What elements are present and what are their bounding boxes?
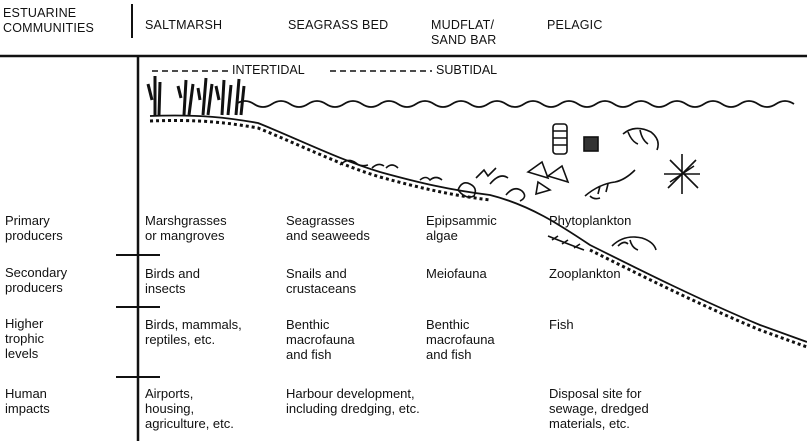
saltmarsh-grass-icon [148, 76, 244, 115]
column-header-seagrass-bed: SEAGRASS BED [288, 18, 388, 33]
cell-seagrass-human: Harbour development, including dredging,… [286, 386, 420, 416]
row-label-human-impacts: Human impacts [5, 386, 50, 416]
cell-mudflat-primary: Epipsammic algae [426, 213, 497, 243]
header-corner-label: ESTUARINE COMMUNITIES [3, 6, 94, 36]
cell-pelagic-human: Disposal site for sewage, dredged materi… [549, 386, 649, 431]
cell-mudflat-secondary: Meiofauna [426, 266, 487, 281]
column-header-pelagic: PELAGIC [547, 18, 603, 33]
cell-seagrass-primary: Seagrasses and seaweeds [286, 213, 370, 243]
cell-seagrass-higher: Benthic macrofauna and fish [286, 317, 355, 362]
cell-saltmarsh-secondary: Birds and insects [145, 266, 200, 296]
column-header-mudflat: MUDFLAT/ SAND BAR [431, 18, 497, 48]
water-surface-wave [236, 101, 794, 107]
zone-label-subtidal: SUBTIDAL [436, 63, 497, 78]
column-header-saltmarsh: SALTMARSH [145, 18, 222, 33]
zooplankton-icon [528, 124, 700, 250]
row-label-primary-producers: Primary producers [5, 213, 63, 243]
benthic-organisms-icon [340, 160, 525, 201]
cell-saltmarsh-human: Airports, housing, agriculture, etc. [145, 386, 234, 431]
cell-saltmarsh-primary: Marshgrasses or mangroves [145, 213, 227, 243]
cell-mudflat-higher: Benthic macrofauna and fish [426, 317, 495, 362]
row-label-higher-trophic-levels: Higher trophic levels [5, 316, 44, 361]
zone-label-intertidal: INTERTIDAL [232, 63, 305, 78]
cell-pelagic-primary: Phytoplankton [549, 213, 631, 228]
cell-seagrass-secondary: Snails and crustaceans [286, 266, 356, 296]
cell-pelagic-secondary: Zooplankton [549, 266, 621, 281]
row-label-secondary-producers: Secondary producers [5, 265, 67, 295]
cell-saltmarsh-higher: Birds, mammals, reptiles, etc. [145, 317, 242, 347]
cell-pelagic-higher: Fish [549, 317, 574, 332]
